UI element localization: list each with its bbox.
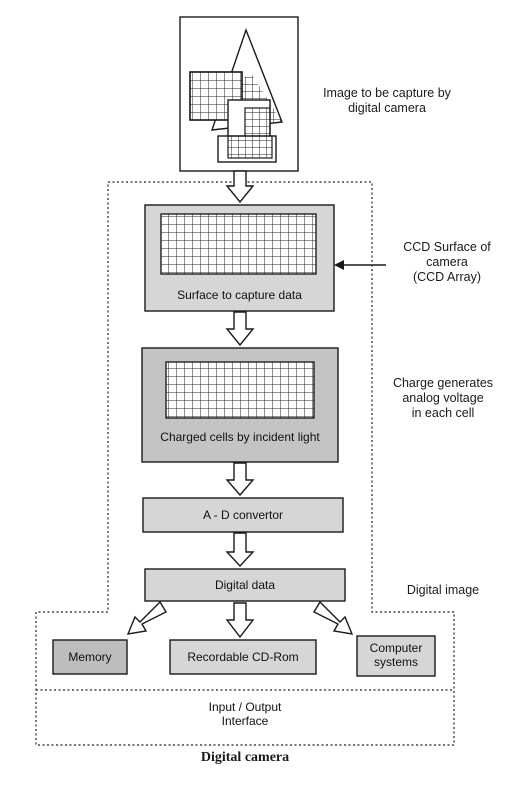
charged-label: Charged cells by incident light	[160, 430, 320, 444]
arrow-1	[225, 170, 255, 204]
surface-label: Surface to capture data	[177, 288, 302, 302]
adc-block	[142, 497, 344, 533]
ccd-surface-label: CCD Surface of camera (CCD Array)	[403, 240, 491, 284]
computer-label: Computer systems	[369, 641, 423, 669]
digital-data-label: Digital data	[214, 578, 276, 592]
arrow-2	[225, 311, 255, 347]
cdrom-block	[169, 639, 317, 675]
memory-label: Memory	[68, 650, 112, 664]
source-image-frame	[179, 16, 299, 172]
memory-block	[52, 639, 128, 675]
camera-body-outline	[35, 181, 455, 746]
charged-cells-block	[141, 347, 339, 463]
computer-block	[356, 635, 436, 677]
arrow-4	[225, 532, 255, 568]
adc-label: A - D convertor	[202, 508, 284, 522]
arrow-left	[126, 600, 167, 635]
digital-image-label: Digital image	[406, 583, 480, 597]
cdrom-label: Recordable CD-Rom	[187, 650, 299, 664]
flow-arrows	[126, 170, 354, 639]
arrow-3	[225, 462, 255, 497]
source-image-label: Image to be capture by digital camera	[323, 86, 451, 115]
figure-caption: Digital camera	[200, 750, 290, 765]
arrow-right	[313, 600, 354, 635]
arrow-5	[225, 602, 255, 639]
charge-label: Charge generates analog voltage in each …	[392, 376, 494, 420]
digital-data-block	[144, 568, 346, 602]
ccd-surface-block	[144, 204, 335, 312]
io-label: Input / Output Interface	[208, 700, 282, 728]
ccd-pointer-arrow	[334, 260, 386, 270]
